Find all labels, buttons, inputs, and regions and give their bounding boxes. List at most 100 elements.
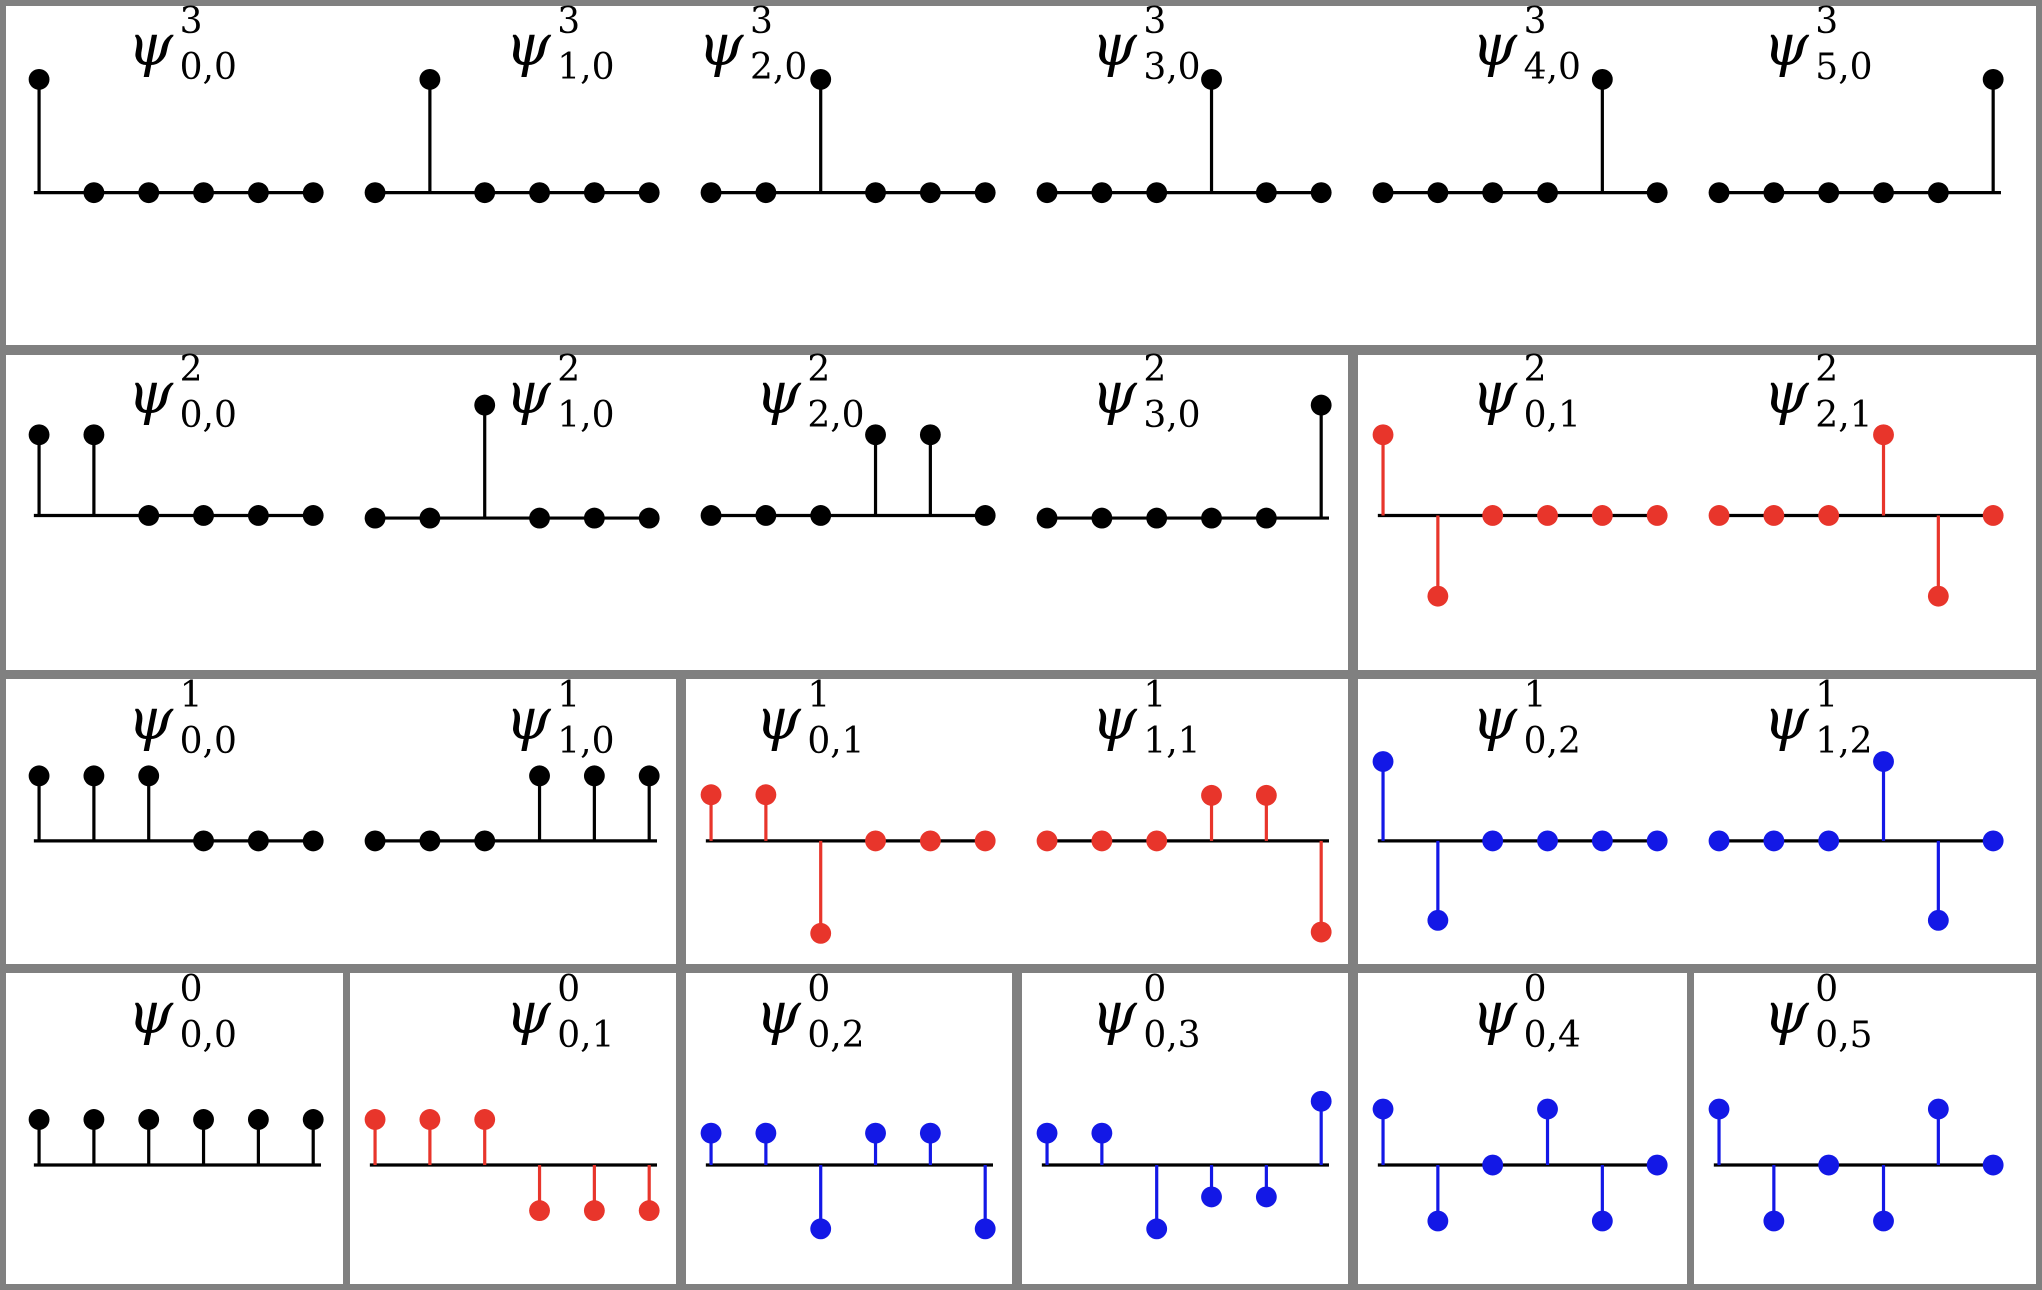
psi-0-0-3-superscript: 0 [1143, 969, 1167, 1011]
psi-3-0-0-marker-4 [247, 182, 269, 204]
psi-0-0-2-marker-1 [755, 1122, 777, 1144]
psi-1-1-0-marker-0 [364, 830, 386, 852]
psi-1-0-1-plot [700, 784, 996, 944]
psi-2-1-0-marker-2 [474, 394, 496, 416]
panel-g-s0 [0, 967, 349, 1290]
psi-1-0-1-symbol: ψ [755, 684, 801, 753]
psi-2-3-0-plot [1036, 394, 1332, 529]
psi-2-0-0-marker-3 [193, 505, 214, 526]
psi-1-1-2-marker-1 [1763, 830, 1785, 852]
psi-3-3-0-plot [1036, 68, 1332, 204]
psi-1-1-0-marker-5 [638, 765, 660, 787]
psi-1-1-1-marker-5 [1310, 921, 1332, 943]
psi-2-0-1-superscript: 2 [1523, 349, 1547, 391]
psi-3-5-0-symbol: ψ [1763, 10, 1809, 79]
psi-1-0-2-subscript: 0,2 [1523, 720, 1581, 762]
panel-g-w2 [1351, 348, 2042, 676]
psi-2-2-0-marker-5 [974, 505, 996, 526]
psi-2-0-0-marker-5 [302, 505, 324, 526]
psi-0-0-5-marker-2 [1818, 1154, 1840, 1176]
psi-0-0-3-symbol: ψ [1091, 979, 1137, 1048]
psi-3-0-0-marker-0 [28, 68, 50, 90]
psi-1-0-0-marker-1 [83, 765, 105, 787]
psi-2-0-0-plot [28, 424, 324, 526]
psi-1-0-0-symbol: ψ [127, 684, 174, 753]
psi-1-1-2-marker-3 [1873, 751, 1894, 772]
psi-2-2-1-marker-2 [1818, 505, 1840, 526]
psi-1-0-1-marker-4 [919, 830, 941, 852]
psi-0-0-5-superscript: 0 [1815, 969, 1839, 1011]
psi-3-1-0-superscript: 3 [557, 0, 581, 42]
psi-2-3-0-superscript: 2 [1143, 349, 1167, 391]
psi-0-0-1-plot [364, 1109, 660, 1222]
psi-3-3-0-marker-1 [1091, 182, 1113, 204]
psi-3-1-0-marker-4 [583, 182, 605, 204]
psi-1-1-0-superscript: 1 [557, 674, 581, 716]
psi-1-1-2-plot [1708, 751, 2004, 931]
panel-g-s1 [0, 672, 683, 970]
psi-0-0-0-symbol: ψ [127, 979, 174, 1048]
psi-1-1-1-plot [1036, 784, 1332, 943]
psi-2-0-0-symbol: ψ [127, 359, 174, 428]
psi-1-0-0-marker-4 [247, 830, 269, 852]
psi-2-1-0-marker-0 [364, 507, 386, 529]
psi-2-2-0-marker-0 [700, 505, 722, 526]
psi-2-1-0-plot [364, 394, 660, 529]
psi-1-0-2-marker-4 [1591, 830, 1613, 852]
psi-3-2-0-plot [700, 68, 996, 204]
psi-0-0-2-marker-2 [810, 1218, 832, 1240]
psi-1-1-0-marker-4 [583, 765, 605, 787]
psi-1-1-2-symbol: ψ [1763, 684, 1809, 753]
psi-0-0-5-marker-4 [1927, 1098, 1949, 1120]
psi-1-0-1-superscript: 1 [807, 674, 831, 716]
psi-0-0-1-subscript: 0,1 [557, 1015, 615, 1057]
psi-0-0-4-plot [1372, 1098, 1668, 1232]
psi-1-0-1-marker-1 [755, 784, 777, 806]
psi-3-5-0-marker-3 [1873, 182, 1894, 204]
psi-1-1-1-superscript: 1 [1143, 674, 1167, 716]
psi-3-2-0-marker-0 [700, 182, 722, 204]
psi-1-1-2-superscript: 1 [1815, 674, 1839, 716]
psi-0-0-0-marker-3 [193, 1109, 214, 1130]
psi-3-0-0-marker-1 [83, 182, 105, 204]
psi-1-1-1-marker-1 [1091, 830, 1113, 852]
psi-3-1-0-marker-2 [474, 182, 496, 204]
psi-1-1-1-symbol: ψ [1091, 684, 1137, 753]
psi-1-0-2-symbol: ψ [1471, 684, 1518, 753]
psi-1-1-0-marker-1 [419, 830, 441, 852]
psi-1-0-1-marker-3 [865, 830, 886, 852]
psi-3-1-0-marker-0 [364, 182, 386, 204]
psi-2-2-1-marker-3 [1873, 424, 1894, 446]
psi-1-1-2-marker-5 [1982, 830, 2004, 852]
psi-3-4-0-marker-3 [1537, 182, 1558, 204]
psi-3-2-0-marker-4 [919, 182, 941, 204]
panel-g-w0e [1687, 967, 2042, 1290]
psi-2-2-1-marker-0 [1708, 505, 1730, 526]
psi-3-0-0-symbol: ψ [127, 10, 174, 79]
psi-2-2-0-plot [700, 424, 996, 526]
psi-1-0-0-subscript: 0,0 [179, 720, 237, 762]
psi-2-1-0-superscript: 2 [557, 349, 581, 391]
psi-3-2-0-superscript: 3 [750, 0, 773, 42]
psi-0-0-0-marker-4 [247, 1109, 269, 1130]
psi-2-1-0-marker-3 [529, 507, 550, 529]
psi-3-3-0-marker-3 [1201, 68, 1222, 90]
psi-0-0-1-superscript: 0 [557, 969, 581, 1011]
psi-1-0-2-marker-1 [1427, 909, 1449, 931]
psi-0-0-0-subscript: 0,0 [179, 1015, 237, 1057]
psi-0-0-3-marker-4 [1255, 1186, 1277, 1208]
psi-3-4-0-superscript: 3 [1523, 0, 1547, 42]
psi-3-1-0-subscript: 1,0 [557, 46, 615, 88]
psi-0-0-0-marker-0 [28, 1109, 50, 1130]
